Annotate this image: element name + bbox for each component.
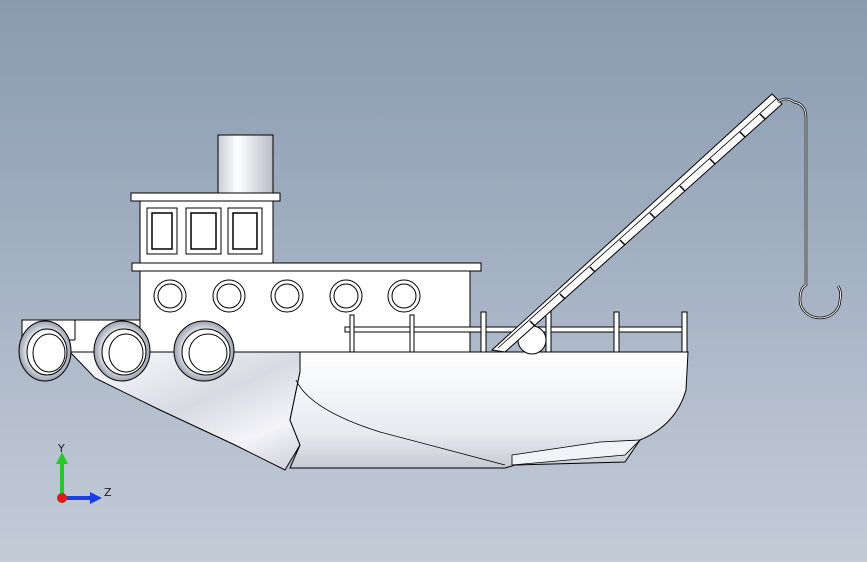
- y-axis-arrowhead: [56, 452, 68, 464]
- hull-stern-detail: [511, 439, 642, 466]
- smokestack: [217, 134, 274, 194]
- z-axis-label: Z: [104, 486, 112, 499]
- z-axis-arrowhead: [90, 492, 102, 504]
- upper-cabin-roof: [130, 192, 281, 202]
- lower-cabin-roof: [131, 262, 482, 272]
- x-axis-dot: [57, 493, 67, 503]
- crane-boom: [490, 93, 783, 353]
- orientation-triad: Y Z: [40, 438, 120, 514]
- portholes: [153, 279, 421, 313]
- triad-icon: [56, 452, 102, 504]
- y-axis-label: Y: [58, 442, 65, 455]
- hull: [289, 351, 689, 469]
- fenders: [18, 320, 235, 382]
- upper-windows: [146, 207, 263, 255]
- hull-waterline: [295, 379, 506, 466]
- crane-hook: [777, 97, 842, 320]
